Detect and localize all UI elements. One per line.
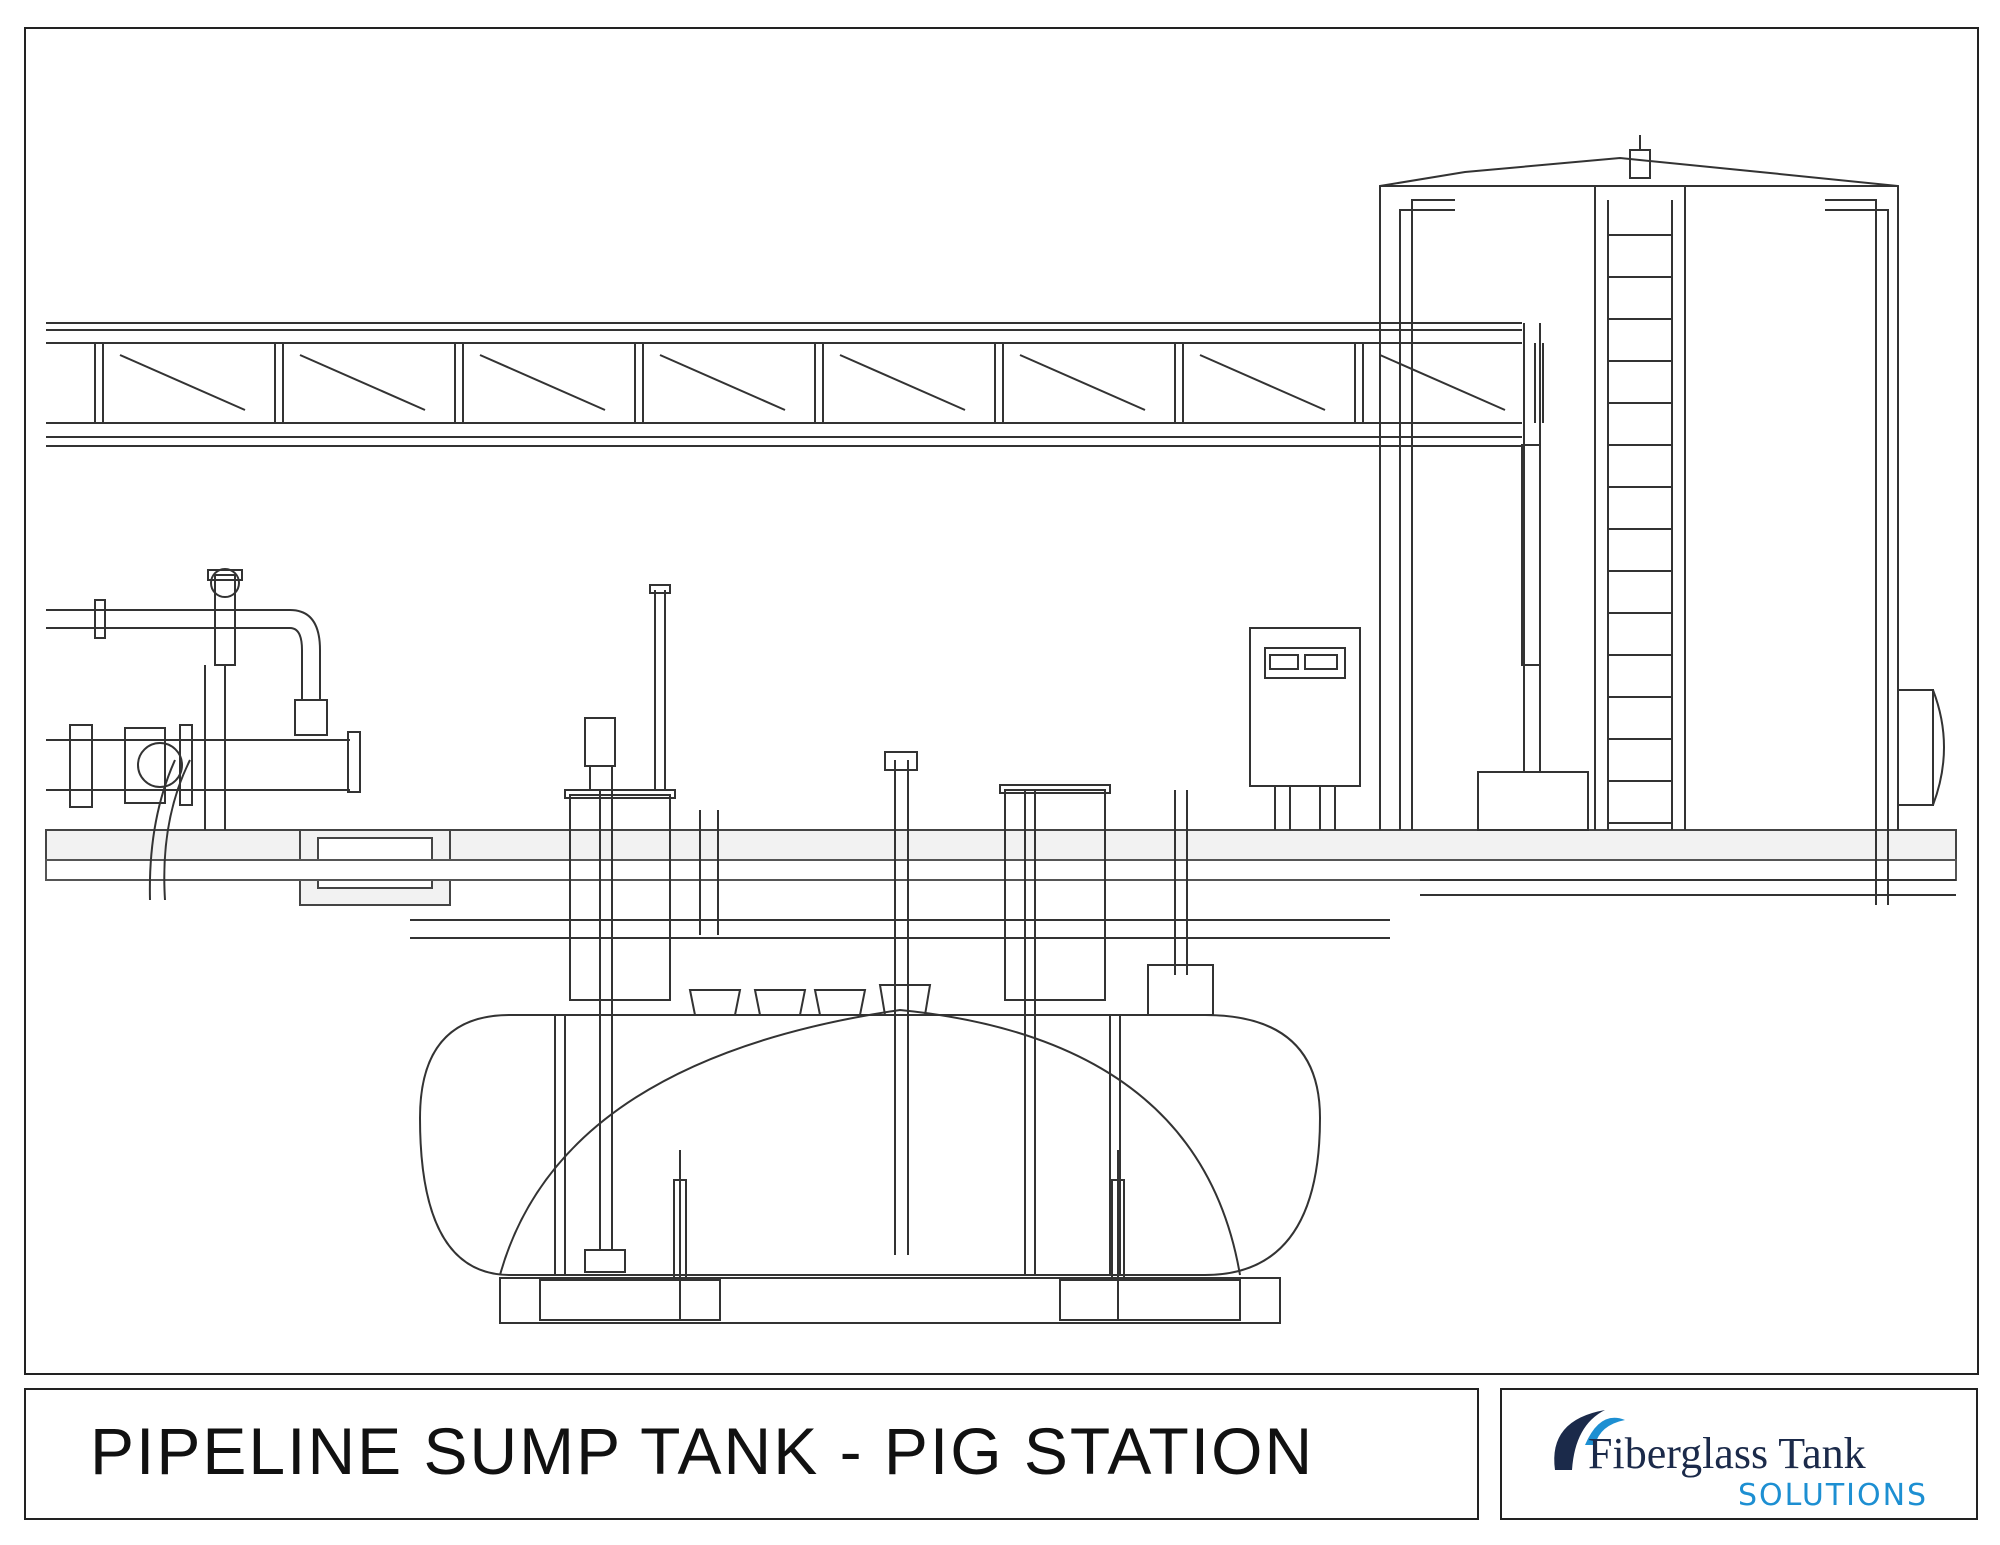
truss-brace [1019, 354, 1146, 411]
hold-down-straps [673, 1150, 1125, 1320]
title-block [24, 1388, 1479, 1520]
truss-brace [479, 354, 606, 411]
fill-fittings [688, 984, 932, 1016]
control-panel [1249, 627, 1361, 830]
manway-riser [884, 751, 1214, 1275]
horizontal-sump-tank [418, 1008, 1322, 1324]
drawing-frame [24, 27, 1979, 1375]
truss-brace [659, 354, 786, 411]
underground-piping [410, 810, 1956, 939]
truss-brace [1199, 354, 1326, 411]
logo-name: Fiberglass Tank [1588, 1429, 1866, 1478]
drawing-title: PIPELINE SUMP TANK - PIG STATION [90, 1414, 1315, 1488]
truss-brace [839, 354, 966, 411]
sump-pump-riser [564, 584, 676, 1273]
ground-slab [45, 829, 1957, 906]
truss-brace [299, 354, 426, 411]
truss-brace [119, 354, 246, 411]
pipe-rack-truss [46, 322, 1544, 447]
pig-launcher-piping [46, 568, 361, 901]
vertical-storage-tank [1379, 135, 1945, 905]
logo-subtitle: SOLUTIONS [1738, 1478, 1929, 1513]
logo-block [1500, 1388, 1978, 1520]
